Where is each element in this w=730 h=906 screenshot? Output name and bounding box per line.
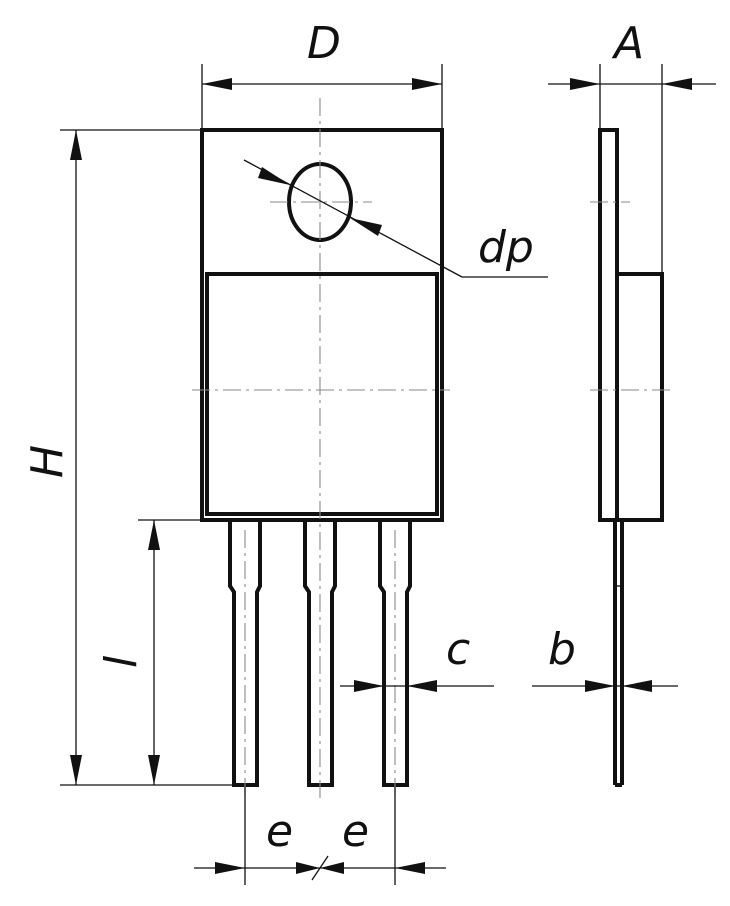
dimension-b: b [532, 624, 678, 692]
side-view [590, 128, 672, 787]
center-tick [311, 855, 329, 881]
dimension-A: A [548, 18, 716, 272]
arrowhead [662, 78, 692, 90]
arrowhead [570, 78, 600, 90]
arrowhead [258, 167, 290, 185]
dimension-D: D [201, 18, 443, 128]
side-plate [598, 128, 619, 522]
lead-right [378, 518, 412, 787]
label-D: D [307, 18, 341, 69]
leads [228, 518, 412, 787]
label-e-left: e [266, 806, 293, 857]
arrowhead [354, 680, 384, 692]
arrowhead [215, 862, 245, 874]
arrowhead [70, 130, 82, 160]
dimension-dp: dp [243, 159, 548, 278]
side-body [615, 272, 664, 522]
arrowhead [395, 862, 425, 874]
arrowhead [202, 78, 232, 90]
arrowhead [585, 680, 615, 692]
front-view [192, 98, 450, 800]
label-l: l [96, 655, 147, 668]
arrowhead [320, 862, 344, 874]
arrowhead [70, 755, 82, 785]
dimension-H: H [22, 129, 232, 786]
arrowhead [407, 680, 437, 692]
label-c: c [446, 624, 470, 675]
package-body-outline [200, 128, 444, 522]
arrowhead [148, 520, 160, 550]
label-H: H [22, 445, 73, 478]
arrowhead [412, 78, 442, 90]
lead-center [303, 518, 337, 787]
dimension-e: e e [194, 787, 446, 885]
dimension-c: c [340, 624, 494, 692]
label-A: A [611, 18, 644, 69]
arrowhead [350, 218, 382, 236]
arrowhead [148, 755, 160, 785]
dimension-l: l [96, 519, 228, 785]
lead-left [228, 518, 262, 787]
label-e-right: e [342, 806, 369, 857]
arrowhead [622, 680, 652, 692]
label-dp: dp [478, 222, 534, 273]
label-b: b [548, 624, 576, 675]
arrowhead [296, 862, 320, 874]
heatsink-tab-window [205, 272, 439, 516]
